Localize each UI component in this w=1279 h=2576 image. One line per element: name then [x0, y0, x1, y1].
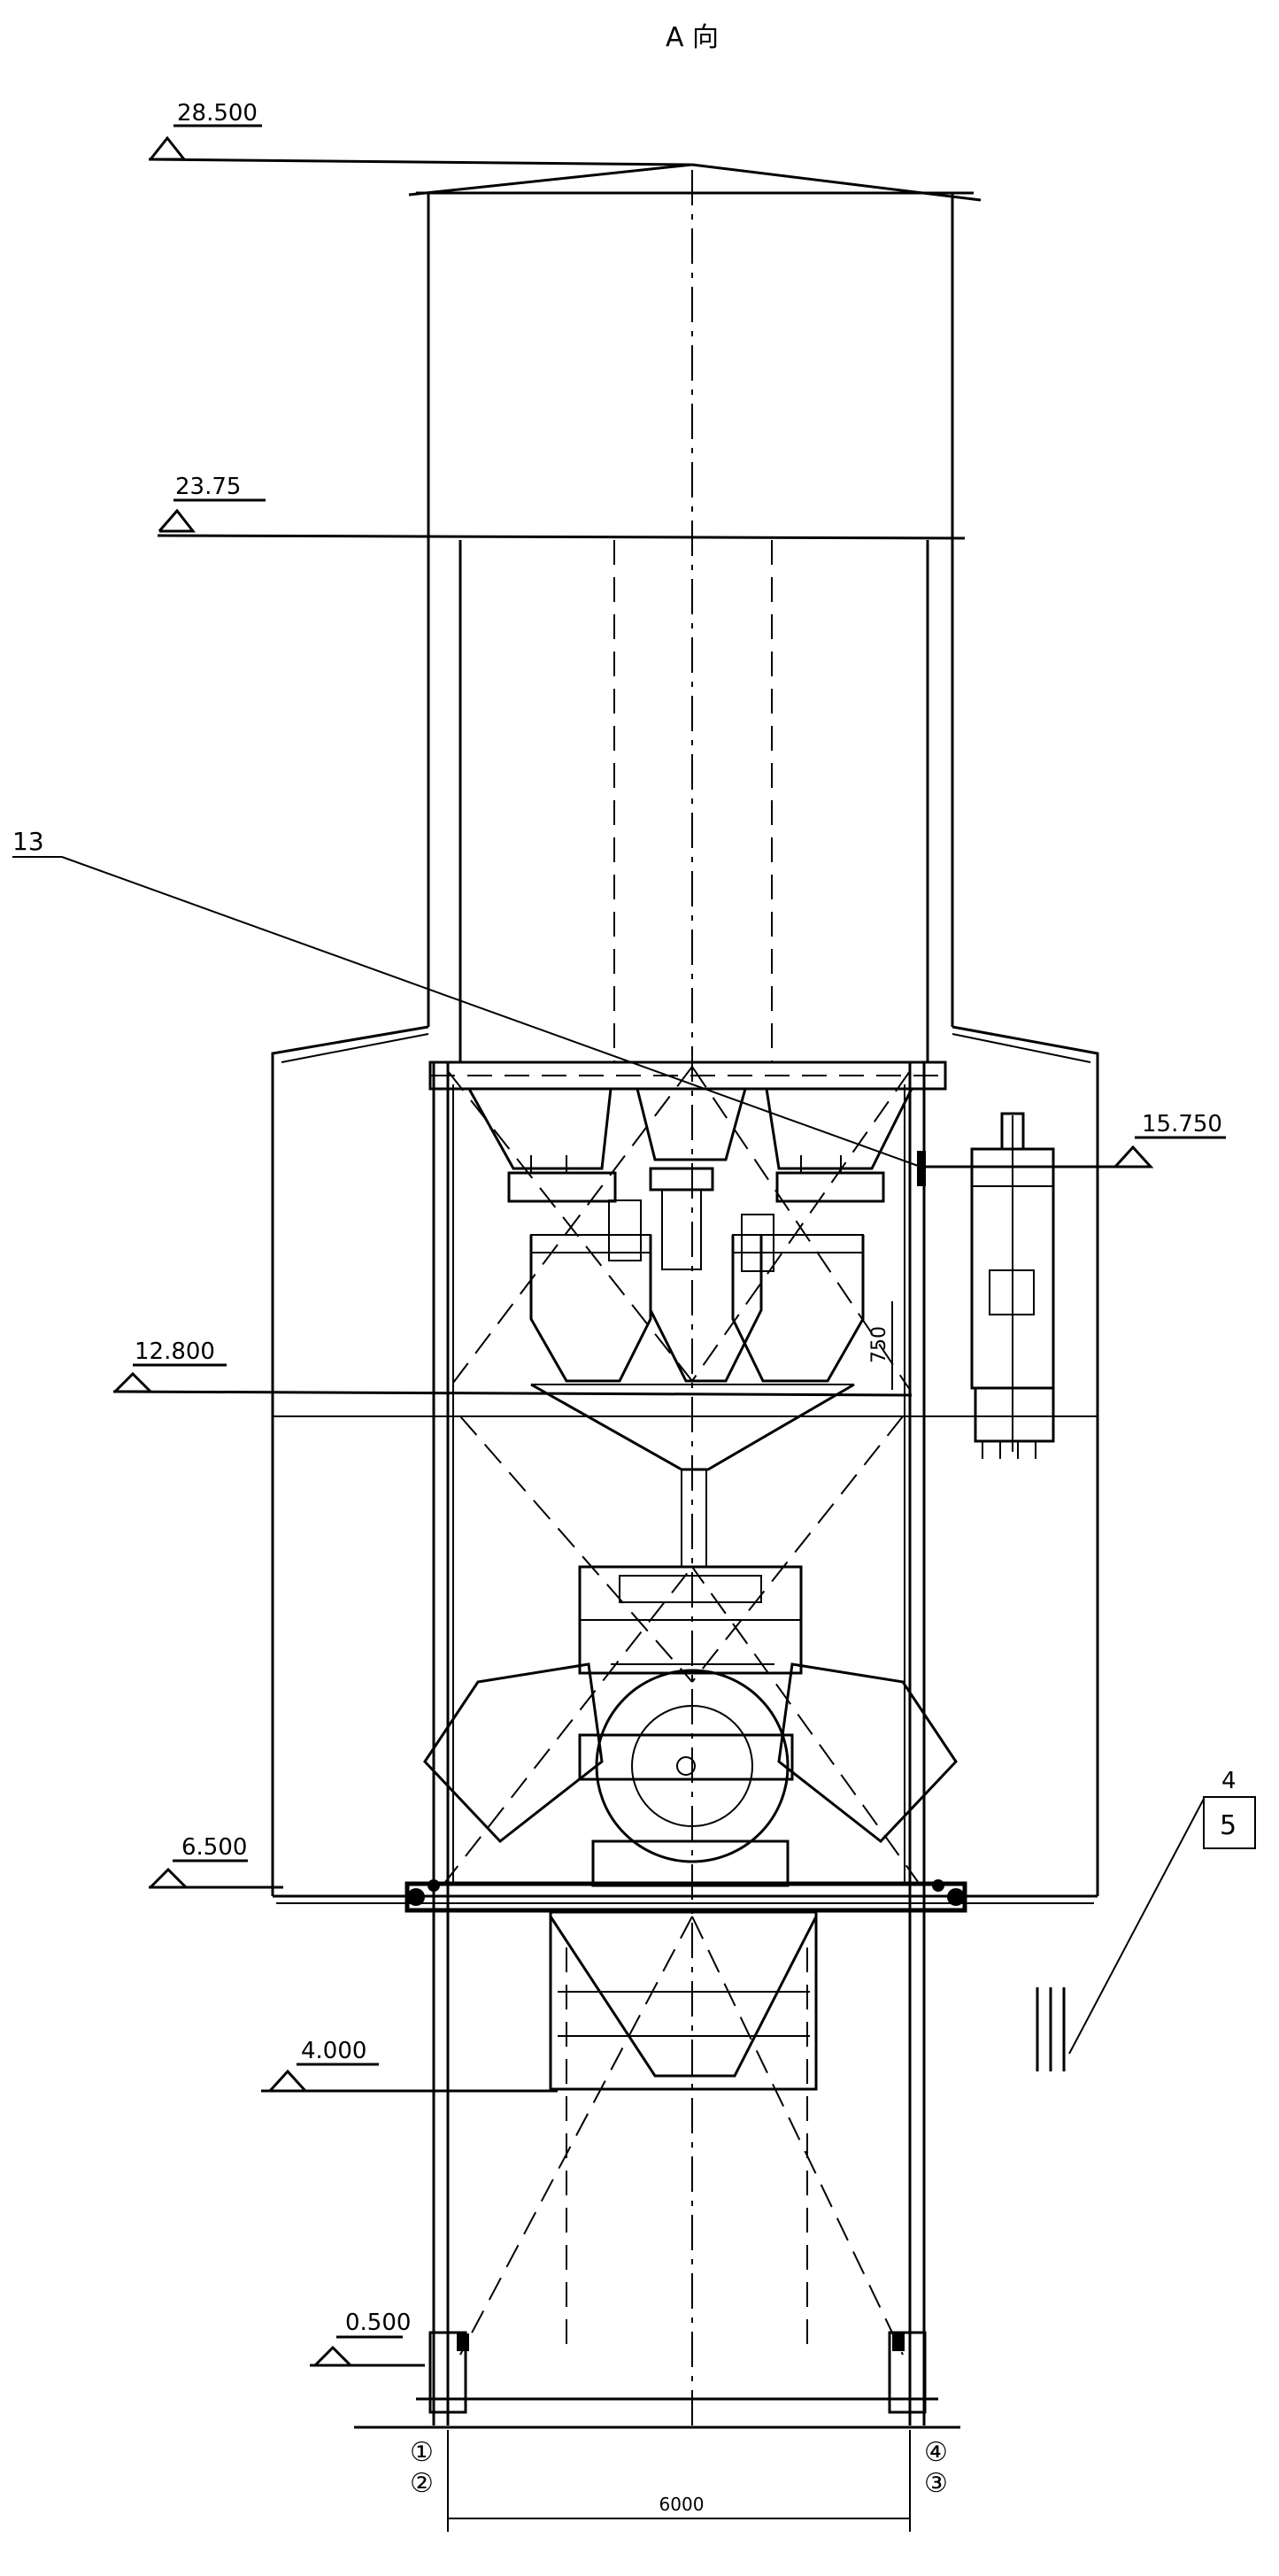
elevation-label-15750: 15.750	[1142, 1111, 1222, 1138]
elevation-marker-4000: 4.000	[261, 2038, 558, 2093]
detail-callout-4-5: 4 5	[1036, 1768, 1256, 2071]
axis-label-right-3: ③	[924, 2468, 948, 2499]
feed-lines	[442, 1066, 921, 2356]
axis-label-right-4: ④	[924, 2437, 948, 2468]
callout-detail-bottom: 5	[1220, 1810, 1237, 1841]
axis-markers: ① ② ④ ③ 6000	[410, 2430, 948, 2532]
elevation-label-23750: 23.75	[175, 474, 241, 500]
leader-13: 13	[12, 827, 926, 1186]
callout-13: 13	[12, 827, 44, 856]
upper-platform	[428, 1060, 947, 1170]
elevation-label-12800: 12.800	[135, 1338, 215, 1365]
dosing-units: 750	[507, 1155, 893, 1390]
columns	[354, 540, 960, 2429]
elevation-marker-12800: 12.800	[112, 1338, 913, 1397]
elevation-marker-0500: 0.500	[310, 2310, 425, 2367]
elevation-label-28500: 28.500	[177, 100, 258, 127]
mixer-assembly	[423, 1565, 958, 1887]
view-title: A 向	[666, 22, 719, 53]
elevation-label-0500: 0.500	[345, 2310, 411, 2336]
elevation-marker-15750: 15.750	[921, 1111, 1226, 1168]
axis-label-left-2: ②	[410, 2468, 434, 2499]
discharge-hopper	[549, 1910, 818, 2091]
axis-label-left-1: ①	[410, 2437, 434, 2468]
bay-width-dimension: 6000	[659, 2494, 705, 2515]
main-beam-6500	[405, 1879, 967, 1913]
mixer-funnel	[530, 1383, 855, 1567]
elevation-label-6500: 6.500	[181, 1834, 247, 1861]
elevation-label-4000: 4.000	[301, 2038, 366, 2064]
side-equipment	[970, 1112, 1055, 1459]
elevation-marker-23750: 23.75	[157, 474, 966, 540]
building-outline	[271, 163, 1099, 1904]
elevation-marker-28500: 28.500	[148, 100, 691, 166]
elevation-marker-6500: 6.500	[149, 1834, 283, 1889]
callout-detail-top: 4	[1221, 1768, 1237, 1794]
